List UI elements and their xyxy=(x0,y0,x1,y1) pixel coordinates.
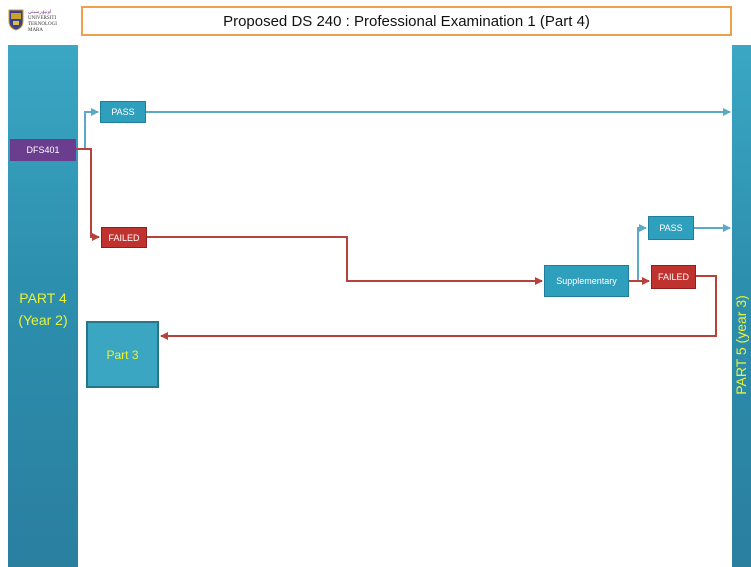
logo-line-3: MARA xyxy=(28,28,44,33)
crest-icon xyxy=(8,9,24,31)
part5-column xyxy=(732,45,751,567)
connector-supplementary-to-pass xyxy=(629,224,647,282)
logo-text: اونيۏرسيتي UNIVERSITI TEKNOLOGI MARA xyxy=(28,10,74,34)
pass-node-right: PASS xyxy=(648,216,694,240)
logo-line-jawi: اونيۏرسيتي xyxy=(28,10,52,15)
failed-node-right: FAILED xyxy=(651,265,696,289)
pass-node-top: PASS xyxy=(100,101,146,123)
part4-column xyxy=(8,45,78,567)
course-dfs401-box: DFS401 xyxy=(10,139,76,161)
connector-dfs-to-failed xyxy=(76,148,100,241)
part4-label-line1: PART 4 xyxy=(19,290,67,306)
page-title: Proposed DS 240 : Professional Examinati… xyxy=(81,6,732,36)
connector-dfs-to-pass xyxy=(76,108,99,150)
connector-failed-to-part3 xyxy=(160,275,717,340)
part4-label-line2: (Year 2) xyxy=(18,312,68,328)
failed-node-top: FAILED xyxy=(101,227,147,248)
logo-line-2: TEKNOLOGI xyxy=(28,22,57,27)
part4-label: PART 4 (Year 2) xyxy=(8,287,78,331)
university-logo: اونيۏرسيتي UNIVERSITI TEKNOLOGI MARA xyxy=(6,6,74,38)
logo-line-1: UNIVERSITI xyxy=(28,16,57,21)
part3-node: Part 3 xyxy=(86,321,159,388)
connector-failed-to-supplementary xyxy=(147,236,543,285)
supplementary-node: Supplementary xyxy=(544,265,629,297)
